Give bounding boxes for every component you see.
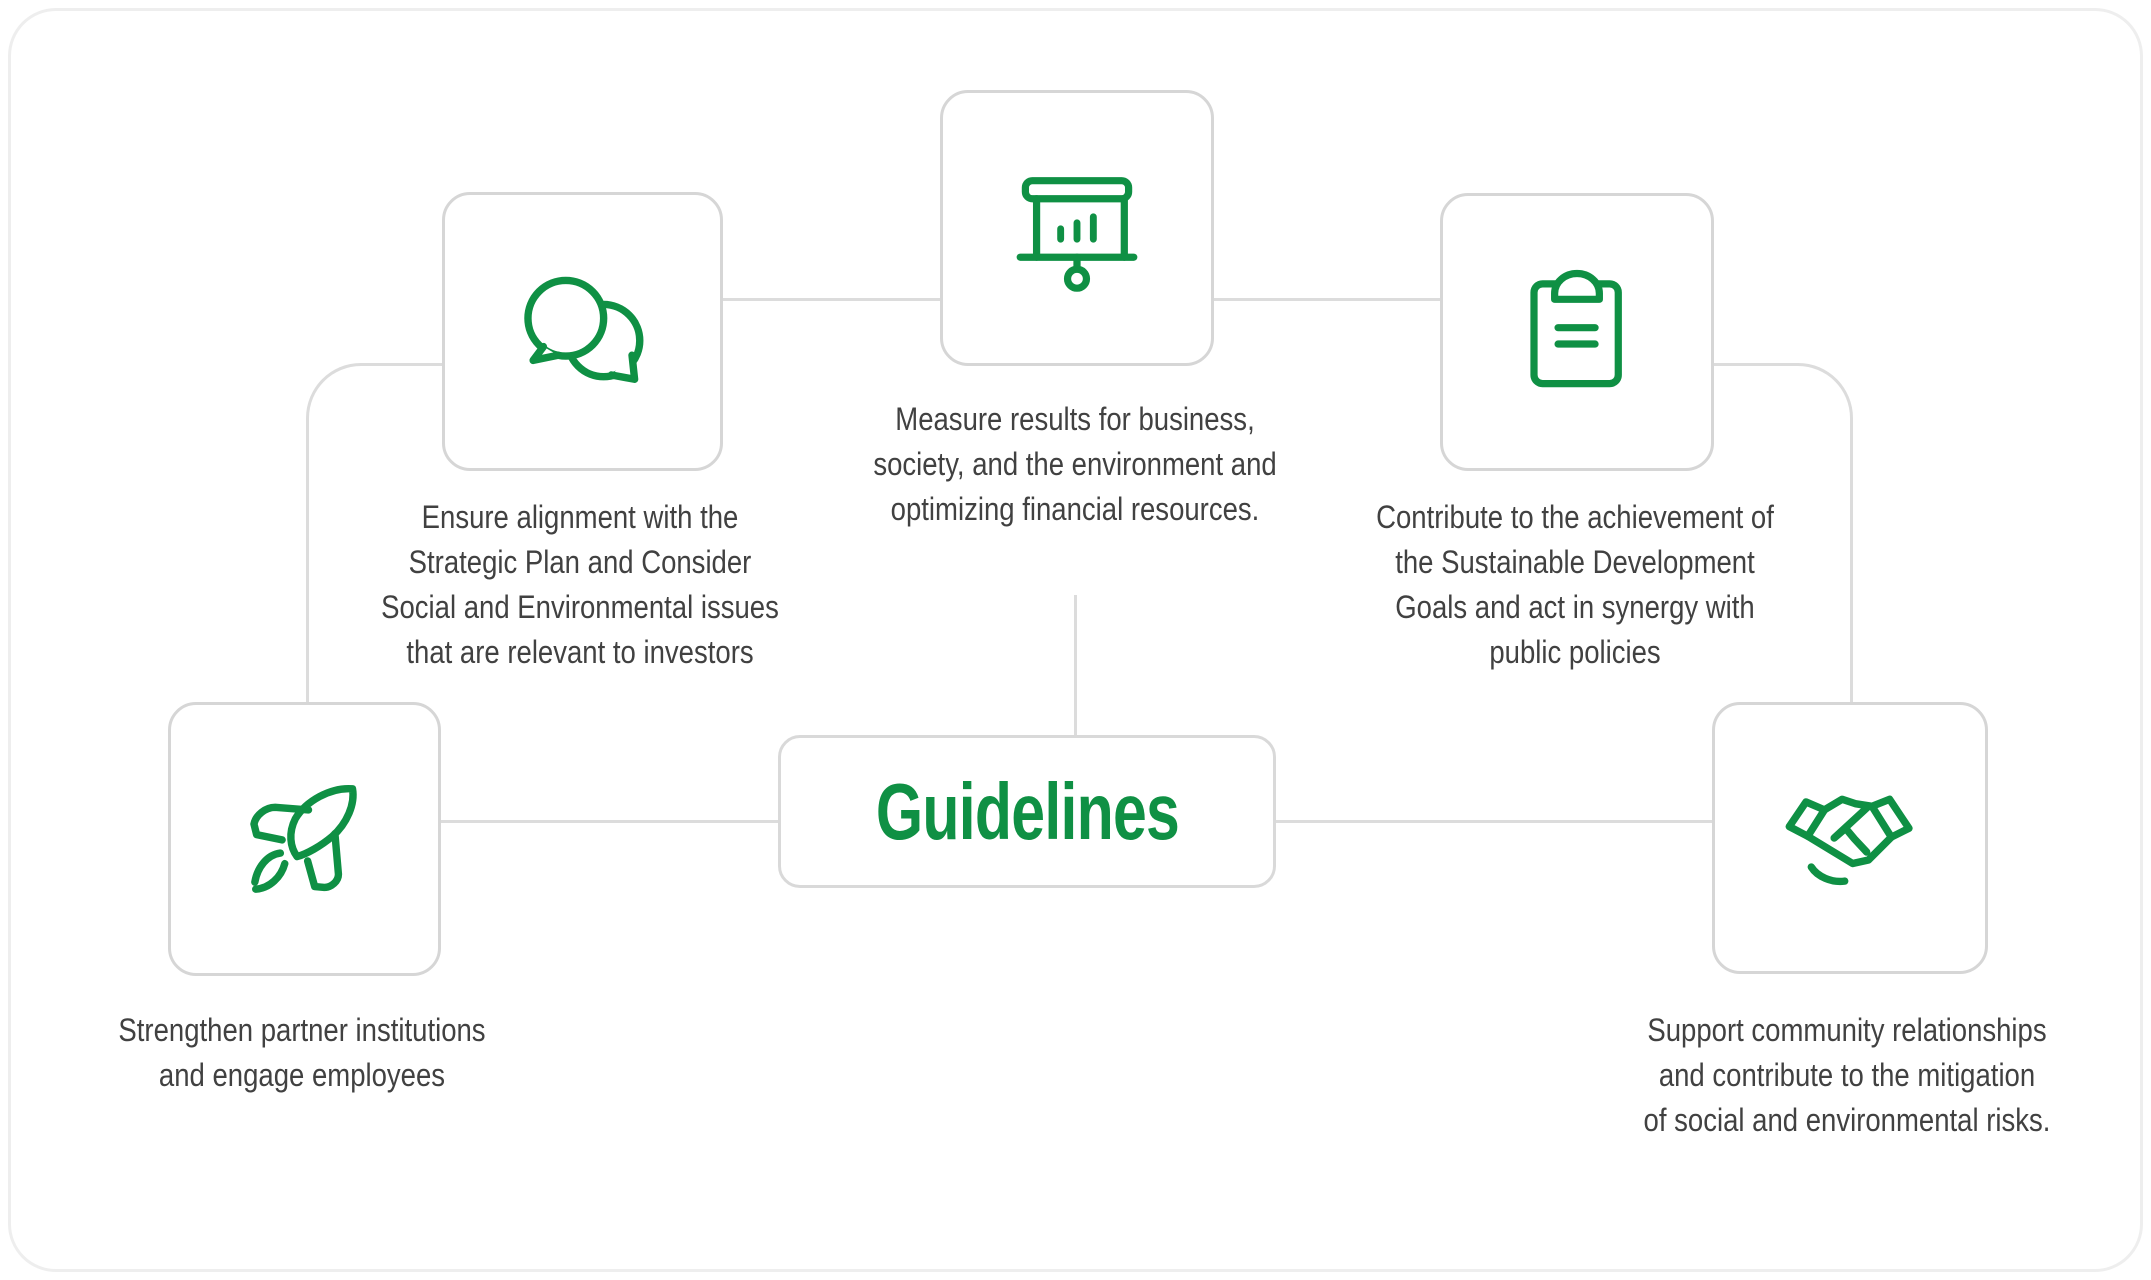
caption-measure: Measure results for business, society, a… bbox=[873, 401, 1277, 527]
clipboard-icon bbox=[1530, 269, 1622, 388]
connector-clipboard-to-handshake bbox=[1708, 363, 1853, 706]
connector-guidelines-to-handshake bbox=[1270, 820, 1713, 823]
rocket-icon bbox=[249, 785, 357, 893]
caption-sdg: Contribute to the achievement of the Sus… bbox=[1376, 499, 1774, 670]
guidelines-title: Guidelines bbox=[875, 766, 1179, 856]
handshake-icon bbox=[1785, 795, 1913, 886]
card-strengthen bbox=[168, 702, 441, 976]
card-measure bbox=[940, 90, 1214, 366]
connector-presentation-to-guidelines bbox=[1074, 595, 1077, 736]
guidelines-box: Guidelines bbox=[778, 735, 1276, 888]
connector-presentation-to-clipboard bbox=[1206, 298, 1442, 301]
connector-rocket-to-guidelines bbox=[433, 820, 778, 823]
caption-strengthen: Strengthen partner institutions and enga… bbox=[118, 1012, 486, 1093]
card-sdg bbox=[1440, 193, 1714, 471]
caption-community: Support community relationships and cont… bbox=[1643, 1012, 2051, 1138]
connector-speech-to-presentation bbox=[715, 298, 942, 301]
card-alignment bbox=[442, 192, 723, 471]
caption-alignment: Ensure alignment with the Strategic Plan… bbox=[381, 499, 779, 670]
connector-speech-to-rocket bbox=[306, 363, 446, 706]
speech-bubbles-icon bbox=[523, 276, 643, 383]
presentation-chart-icon bbox=[1016, 177, 1138, 292]
card-community bbox=[1712, 702, 1988, 974]
